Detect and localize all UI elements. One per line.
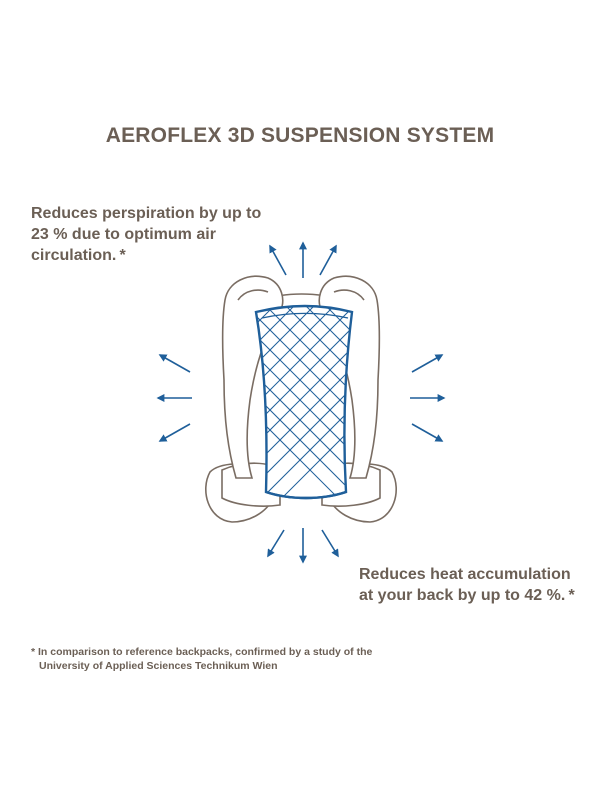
strap-line-right bbox=[333, 289, 365, 301]
strap-line-left bbox=[237, 289, 269, 301]
airflow-arrow-icon bbox=[158, 354, 191, 373]
airflow-arrow-icon bbox=[269, 244, 287, 276]
airflow-arrow-icon bbox=[321, 529, 339, 558]
airflow-arrow-icon bbox=[411, 423, 444, 442]
footnote: * In comparison to reference backpacks, … bbox=[31, 645, 411, 673]
airflow-arrow-icon bbox=[411, 354, 444, 373]
page-title: AEROFLEX 3D SUSPENSION SYSTEM bbox=[105, 124, 495, 147]
mesh-panel bbox=[254, 304, 354, 500]
footnote-line-2: University of Applied Sciences Technikum… bbox=[39, 660, 278, 672]
airflow-arrow-icon bbox=[267, 529, 285, 558]
footnote-line-1: * In comparison to reference backpacks, … bbox=[31, 646, 373, 658]
perspiration-note: Reduces perspiration by up to 23 % due t… bbox=[31, 205, 262, 264]
heat-note: Reduces heat accumulation at your back b… bbox=[359, 566, 575, 604]
airflow-arrow-icon bbox=[319, 244, 337, 276]
airflow-arrow-icon bbox=[158, 423, 191, 442]
